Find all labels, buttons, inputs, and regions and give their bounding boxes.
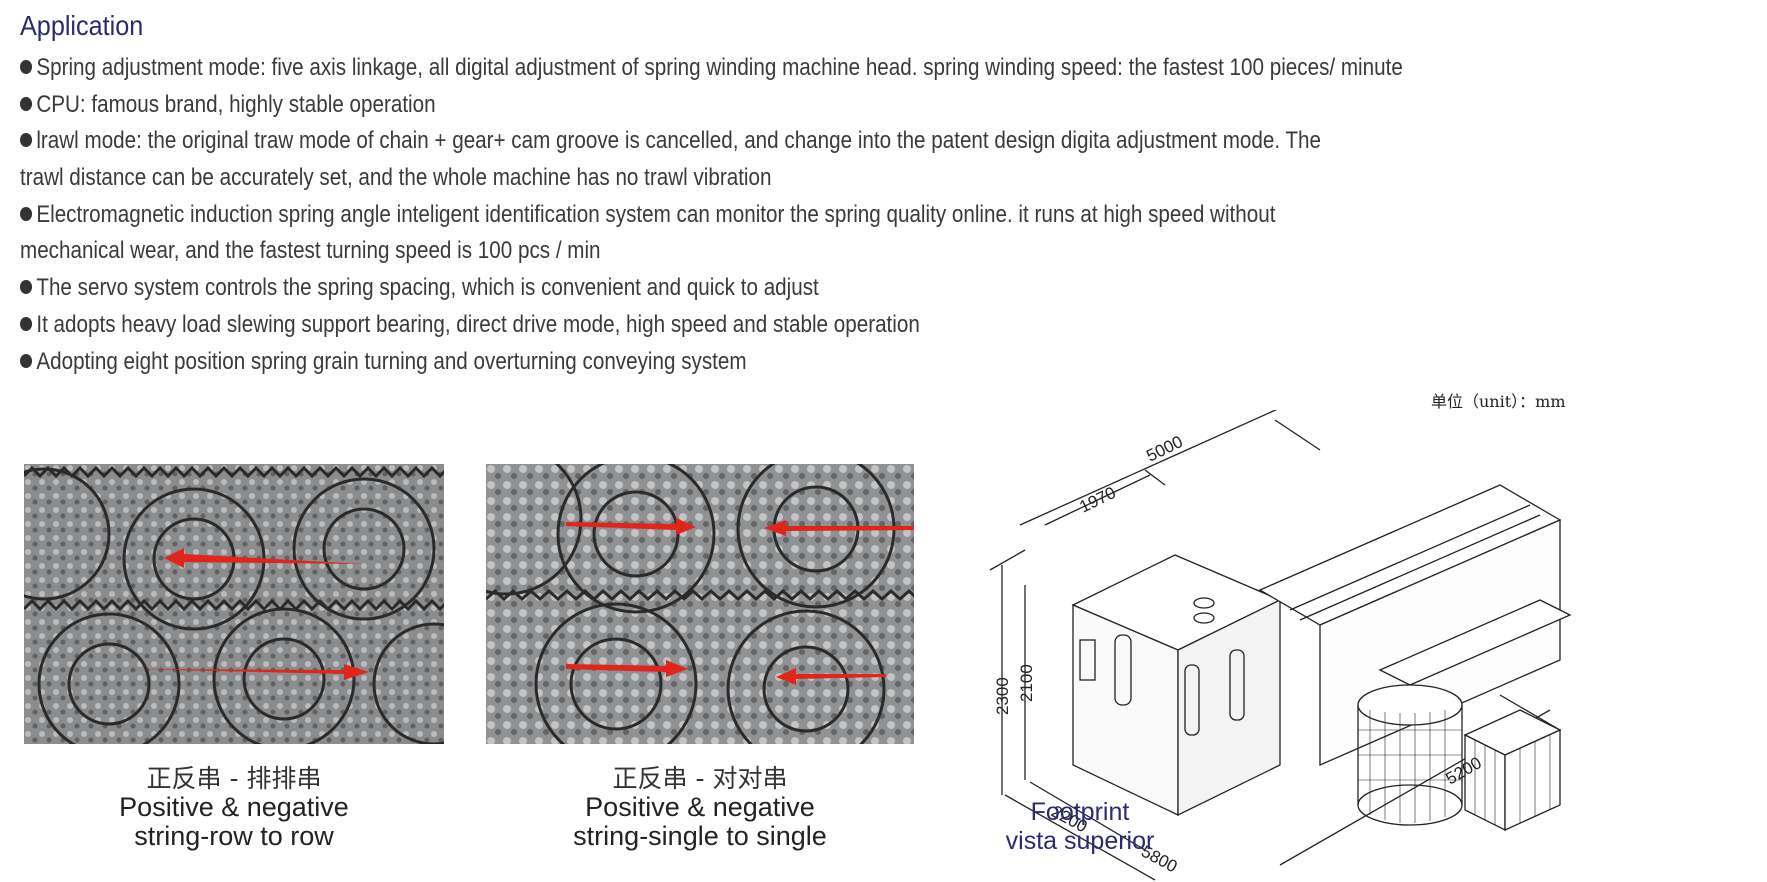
bullet-text: mechanical wear, and the fastest turning… (20, 237, 601, 265)
bullet-text: lrawl mode: the original traw mode of ch… (36, 127, 1322, 155)
caption-footprint: Footprint (1030, 798, 1130, 826)
bullet-text: Adopting eight position spring grain tur… (36, 347, 747, 375)
bullet-item: The servo system controls the spring spa… (20, 270, 1516, 307)
caption-line-1: Positive & negative (119, 792, 349, 822)
dim-1970: 1970 (1076, 483, 1118, 517)
photo-caption-row-to-row: 正反串 - 排排串 Positive & negative string-row… (34, 764, 434, 851)
bullet-item: CPU: famous brand, highly stable operati… (20, 87, 1516, 124)
bullet-text: Spring adjustment mode: five axis linkag… (36, 54, 1403, 81)
bullet-icon (20, 96, 33, 111)
section-heading: Application (20, 10, 144, 41)
bullet-item: It adopts heavy load slewing support bea… (20, 307, 1516, 344)
unit-label: 单位（unit）：mm (1431, 392, 1566, 411)
caption-line-1: Positive & negative (585, 792, 815, 822)
bullet-icon (20, 353, 33, 368)
bullet-text: The servo system controls the spring spa… (36, 274, 819, 302)
machine-footprint-diagram: 5000 1970 2300 2100 2200 5800 5200 (989, 410, 1572, 881)
bullet-text: It adopts heavy load slewing support bea… (36, 310, 920, 338)
bullet-text: trawl distance can be accurately set, an… (20, 164, 772, 192)
bullet-icon (20, 133, 33, 148)
diagram-caption: Footprint vista superior (980, 798, 1180, 856)
bullet-item: Electromagnetic induction spring angle i… (20, 197, 1516, 234)
red-arrow-icon (566, 518, 914, 685)
bullet-icon (20, 206, 33, 221)
bullet-text: CPU: famous brand, highly stable operati… (36, 90, 436, 118)
bullet-icon (20, 60, 33, 74)
caption-line-2: string-single to single (573, 821, 827, 851)
feature-list: Spring adjustment mode: five axis linkag… (20, 50, 1760, 380)
photo-caption-single-to-single: 正反串 - 对对串 Positive & negative string-sin… (500, 764, 900, 851)
bullet-item: Adopting eight position spring grain tur… (20, 344, 1516, 381)
caption-chinese: 正反串 - 对对串 (612, 764, 788, 793)
spring-pattern-image (24, 464, 444, 744)
bullet-continuation: trawl distance can be accurately set, an… (20, 160, 1516, 197)
spring-photo-row-to-row (24, 464, 444, 744)
dim-2100: 2100 (1017, 664, 1036, 702)
bullet-item: Spring adjustment mode: five axis linkag… (20, 50, 1516, 87)
red-arrow-icon (134, 548, 369, 680)
bullet-icon (20, 280, 33, 295)
bullet-text: Electromagnetic induction spring angle i… (36, 200, 1276, 228)
spring-photo-single-to-single (486, 464, 914, 744)
bullet-continuation: mechanical wear, and the fastest turning… (20, 233, 1516, 270)
caption-chinese: 正反串 - 排排串 (146, 764, 322, 793)
caption-line-2: string-row to row (134, 821, 334, 851)
spring-pattern-image (486, 464, 914, 744)
bullet-item: lrawl mode: the original traw mode of ch… (20, 123, 1516, 160)
dim-2300: 2300 (993, 677, 1012, 715)
caption-vista-superior: vista superior (1005, 827, 1155, 855)
bullet-icon (20, 316, 33, 331)
